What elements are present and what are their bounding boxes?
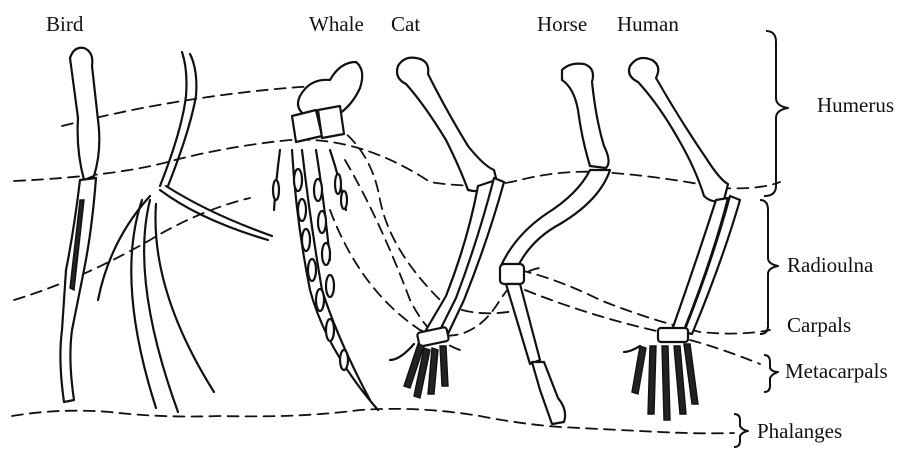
whale-flipper bbox=[273, 62, 378, 410]
label-whale: Whale bbox=[309, 12, 364, 36]
dash-bottom bbox=[12, 409, 734, 433]
human-hand bbox=[624, 344, 698, 420]
bird-digit-5 bbox=[98, 196, 150, 300]
label-bird: Bird bbox=[46, 12, 84, 36]
horse-radioulna bbox=[500, 170, 610, 270]
dash-elbow bbox=[14, 140, 780, 189]
whale-ulna bbox=[318, 106, 344, 138]
human-humerus bbox=[629, 58, 728, 201]
label-human: Human bbox=[617, 12, 679, 36]
dash-horse-human-2 bbox=[525, 290, 680, 336]
radioulna-brace bbox=[760, 200, 778, 334]
phalanges-brace bbox=[734, 414, 748, 447]
horse-metacarpal bbox=[506, 284, 540, 364]
metacarpals-brace bbox=[764, 355, 778, 392]
bird-digit-1b bbox=[166, 186, 272, 236]
cat-forelimb bbox=[390, 58, 504, 398]
human-carpals bbox=[658, 328, 688, 342]
bird-digit-3 bbox=[131, 200, 156, 408]
label-horse: Horse bbox=[537, 12, 587, 36]
bird-digit-2 bbox=[144, 200, 178, 412]
horse-humerus bbox=[562, 64, 609, 168]
whale-phalanges bbox=[273, 150, 378, 410]
human-arm bbox=[624, 58, 740, 420]
bird-humerus bbox=[70, 48, 99, 180]
dash-horse-human bbox=[520, 270, 770, 334]
horse-forelimb bbox=[500, 64, 610, 424]
label-radioulna: Radioulna bbox=[787, 253, 874, 277]
cat-paw bbox=[390, 344, 448, 398]
cat-ulna bbox=[438, 178, 504, 338]
dash-metacarpal bbox=[690, 340, 760, 364]
horse-carpals bbox=[500, 264, 524, 284]
humerus-brace bbox=[764, 31, 788, 196]
label-metacarpals: Metacarpals bbox=[785, 359, 888, 383]
bird-wing-strut-1 bbox=[160, 52, 187, 186]
label-phalanges: Phalanges bbox=[757, 419, 842, 443]
label-carpals: Carpals bbox=[787, 313, 851, 337]
horse-phalanges bbox=[532, 362, 565, 424]
label-humerus: Humerus bbox=[817, 93, 894, 117]
bird-digit-1 bbox=[160, 190, 268, 240]
label-cat: Cat bbox=[391, 12, 420, 36]
whale-radius bbox=[292, 110, 322, 142]
